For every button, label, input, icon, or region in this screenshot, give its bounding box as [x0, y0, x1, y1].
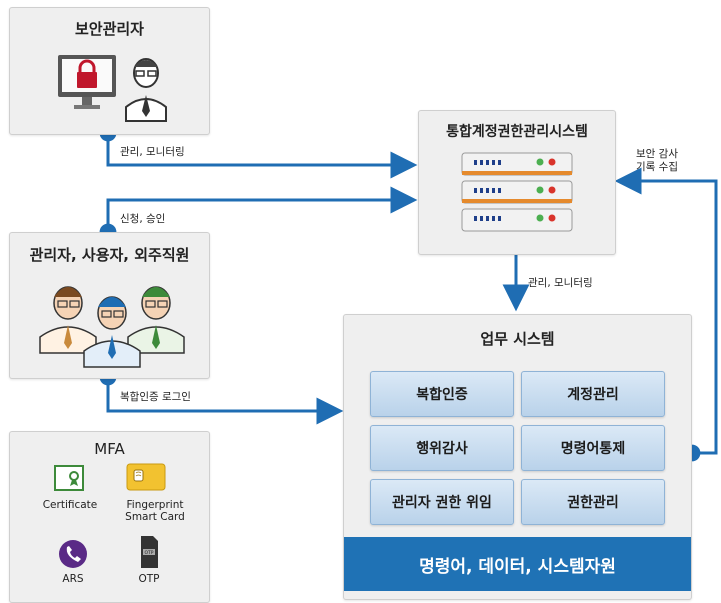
fingerprint-smart-card-icon	[126, 463, 166, 491]
users-group-icon	[39, 286, 185, 368]
mfa-title: MFA	[94, 440, 125, 458]
business-system-box: 업무 시스템 복합인증 계정관리 행위감사 명령어통제 관리자 권한 위임 권한…	[343, 314, 692, 600]
connector-layer	[99, 124, 718, 462]
label-users-to-business: 복합인증 로그인	[120, 391, 191, 403]
mfa-certificate-label: Certificate	[42, 499, 98, 511]
certificate-icon	[54, 465, 84, 491]
module-command-control: 명령어통제	[521, 425, 665, 471]
server-rack-icon	[461, 152, 573, 232]
label-admin-to-iam: 관리, 모니터링	[120, 146, 185, 158]
arrow-users-to-iam	[99, 186, 418, 241]
arrow-audit-collect	[614, 167, 718, 462]
mfa-otp-label: OTP	[138, 573, 160, 585]
iam-system-title: 통합계정권한관리시스템	[446, 124, 588, 140]
arrow-users-to-business	[99, 368, 344, 425]
module-account-management: 계정관리	[521, 371, 665, 417]
business-system-title: 업무 시스템	[480, 330, 555, 348]
arrow-admin-to-iam	[99, 124, 418, 179]
users-box: 관리자, 사용자, 외주직원	[9, 232, 210, 379]
mfa-fingerprint-label: Fingerprint Smart Card	[125, 499, 185, 523]
security-admin-box: 보안관리자	[9, 7, 210, 135]
iam-system-box: 통합계정권한관리시스템	[418, 110, 616, 255]
label-audit-collect: 보안 감사 기록 수집	[636, 148, 678, 173]
otp-token-icon: OTP	[141, 536, 158, 568]
mfa-box: MFA Certificate Fingerprint Smart Card A…	[9, 431, 210, 603]
users-title: 관리자, 사용자, 외주직원	[29, 246, 190, 264]
module-compound-auth: 복합인증	[370, 371, 514, 417]
label-users-to-iam: 신청, 승인	[120, 213, 166, 225]
mfa-ars-label: ARS	[62, 573, 84, 585]
ars-phone-icon	[59, 540, 87, 568]
module-admin-delegation: 관리자 권한 위임	[370, 479, 514, 525]
svg-text:OTP: OTP	[144, 550, 153, 556]
locked-monitor-admin-icon	[58, 55, 167, 122]
security-admin-title: 보안관리자	[74, 20, 144, 38]
resources-bar: 명령어, 데이터, 시스템자원	[344, 537, 691, 591]
module-activity-audit: 행위감사	[370, 425, 514, 471]
label-iam-to-business: 관리, 모니터링	[528, 277, 593, 289]
module-permission-management: 권한관리	[521, 479, 665, 525]
